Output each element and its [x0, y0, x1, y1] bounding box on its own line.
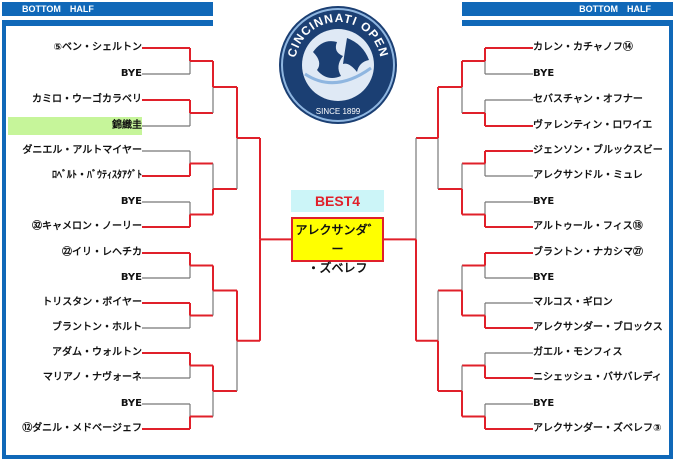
right-player-15: BYE [533, 398, 555, 409]
left-player-5: ダニエル・アルトマイヤー [22, 145, 142, 156]
left-player-8: ㉜キャメロン・ノーリー [32, 221, 142, 232]
best4-winner-box: アレクサンダ゛ー ・ズベレフ [291, 217, 384, 275]
right-player-16: アレクサンダー・ズベレフ③ [533, 423, 662, 434]
left-player-1: ⑤ベン・シェルトン [53, 42, 142, 53]
right-player-1: カレン・カチャノフ⑭ [533, 42, 633, 53]
winner-name-line1: アレクサンダ゛ー [295, 223, 380, 256]
svg-text:SINCE 1899: SINCE 1899 [316, 107, 361, 116]
best4-label: BEST4 [291, 190, 384, 212]
right-player-11: マルコス・ギロン [533, 297, 613, 308]
left-player-2: BYE [120, 68, 142, 79]
left-player-11: トリスタン・ボイヤー [42, 297, 142, 308]
right-player-3: セバスチャン・オフナー [533, 94, 643, 105]
right-player-9: ブラントン・ナカシマ㉗ [533, 247, 643, 258]
left-player-9: ㉒イリ・レヘチカ [62, 247, 142, 258]
right-player-10: BYE [533, 272, 555, 283]
left-player-12: ブラントン・ホルト [52, 322, 142, 333]
highlight-nishikori [8, 117, 142, 135]
right-player-14: ニシェッシュ・バサバレディ [533, 372, 662, 383]
right-player-2: BYE [533, 68, 555, 79]
left-player-13: アダム・ウォルトン [52, 347, 142, 358]
left-player-15: BYE [120, 398, 142, 409]
winner-name-line2: ・ズベレフ [307, 261, 368, 275]
right-player-6: アレクサンドル・ミュレ [533, 170, 643, 181]
left-player-4: 錦織圭 [112, 120, 142, 131]
left-player-14: マリアノ・ナヴォーネ [42, 372, 142, 383]
right-player-8: アルトゥール・フィス⑱ [533, 221, 643, 232]
right-player-7: BYE [533, 196, 555, 207]
left-player-10: BYE [120, 272, 142, 283]
left-player-6: ﾛﾍﾞﾙﾄ・ﾊﾞｳﾃｨｽﾀｱｸﾞﾄ [52, 170, 142, 181]
left-player-16: ⑫ダニル・メドベージェフ [22, 423, 142, 434]
right-player-13: ガエル・モンフィス [533, 347, 623, 358]
right-player-4: ヴァレンティン・ロワイエ [533, 120, 653, 131]
left-player-3: カミロ・ウーゴカラベリ [32, 94, 142, 105]
left-player-7: BYE [120, 196, 142, 207]
right-section-header: BOTTOM HALF [462, 2, 673, 16]
left-section-header: BOTTOM HALF [2, 2, 213, 16]
cincinnati-open-logo: CINCINNATI OPEN SINCE 1899 [279, 6, 397, 124]
right-player-12: アレクサンダー・ブロックス [533, 322, 663, 333]
right-player-5: ジェンソン・ブルックスビー [533, 145, 663, 156]
